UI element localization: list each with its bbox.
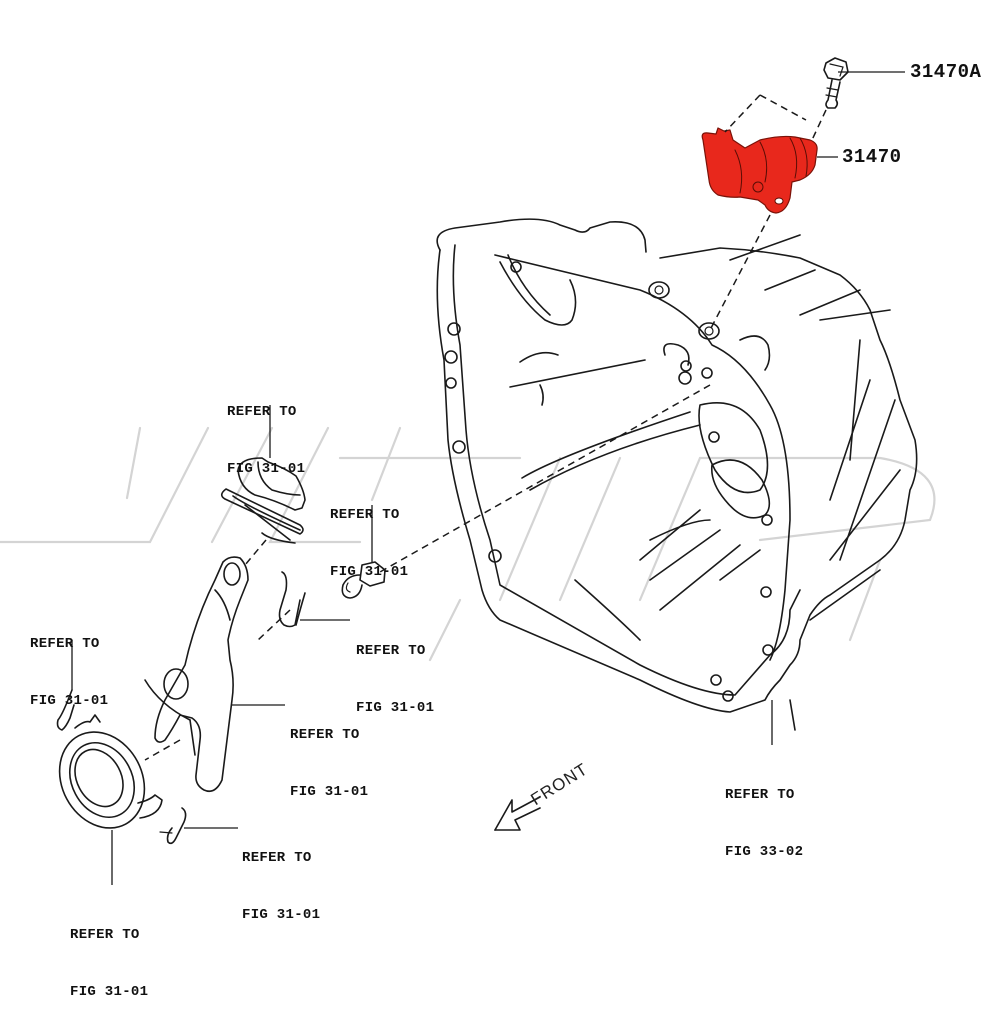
part-number-31470A[interactable]: 31470A bbox=[910, 61, 982, 83]
bearing-clip[interactable] bbox=[159, 807, 187, 845]
callout-boot[interactable]: REFER TO FIG 31-01 bbox=[227, 365, 305, 498]
callout-line1: REFER TO bbox=[356, 643, 426, 659]
callout-line1: REFER TO bbox=[725, 787, 795, 803]
callout-line2: FIG 31-01 bbox=[330, 564, 409, 580]
callout-bearing-clip[interactable]: REFER TO FIG 31-01 bbox=[242, 811, 320, 944]
part-number-31470[interactable]: 31470 bbox=[842, 146, 902, 168]
watermark bbox=[0, 426, 936, 662]
callout-bearing[interactable]: REFER TO FIG 31-01 bbox=[70, 888, 148, 1021]
callout-line2: FIG 31-01 bbox=[70, 984, 149, 1000]
assembly-lines bbox=[144, 94, 827, 761]
callout-line1: REFER TO bbox=[330, 507, 400, 523]
callout-line2: FIG 33-02 bbox=[725, 844, 804, 860]
callout-line2: FIG 31-01 bbox=[227, 461, 306, 477]
left-clip[interactable] bbox=[56, 689, 75, 731]
pivot-stud[interactable] bbox=[341, 561, 386, 599]
callout-line2: FIG 31-01 bbox=[242, 907, 321, 923]
callout-line2: FIG 31-01 bbox=[356, 700, 435, 716]
callout-line1: REFER TO bbox=[242, 850, 312, 866]
callout-line1: REFER TO bbox=[227, 404, 297, 420]
leader-lines bbox=[71, 71, 905, 885]
callout-left-clip[interactable]: REFER TO FIG 31-01 bbox=[30, 597, 108, 730]
parts-diagram bbox=[0, 57, 936, 885]
callout-line1: REFER TO bbox=[30, 636, 100, 652]
transmission-housing[interactable] bbox=[436, 218, 918, 731]
callout-line1: REFER TO bbox=[70, 927, 140, 943]
dust-boot[interactable] bbox=[220, 457, 306, 544]
fork-clip[interactable] bbox=[278, 571, 306, 628]
release-cylinder-31470[interactable] bbox=[701, 127, 818, 214]
bolt-31470A[interactable] bbox=[823, 57, 849, 109]
callout-pivot[interactable]: REFER TO FIG 31-01 bbox=[330, 468, 408, 601]
release-fork[interactable] bbox=[144, 556, 249, 793]
callout-housing[interactable]: REFER TO FIG 33-02 bbox=[725, 748, 803, 881]
release-bearing[interactable] bbox=[43, 714, 163, 843]
callout-line1: REFER TO bbox=[290, 727, 360, 743]
callout-fork-clip[interactable]: REFER TO FIG 31-01 bbox=[356, 604, 434, 737]
callout-line2: FIG 31-01 bbox=[290, 784, 369, 800]
callout-fork[interactable]: REFER TO FIG 31-01 bbox=[290, 688, 368, 821]
callout-line2: FIG 31-01 bbox=[30, 693, 109, 709]
front-arrow-icon bbox=[494, 796, 541, 831]
